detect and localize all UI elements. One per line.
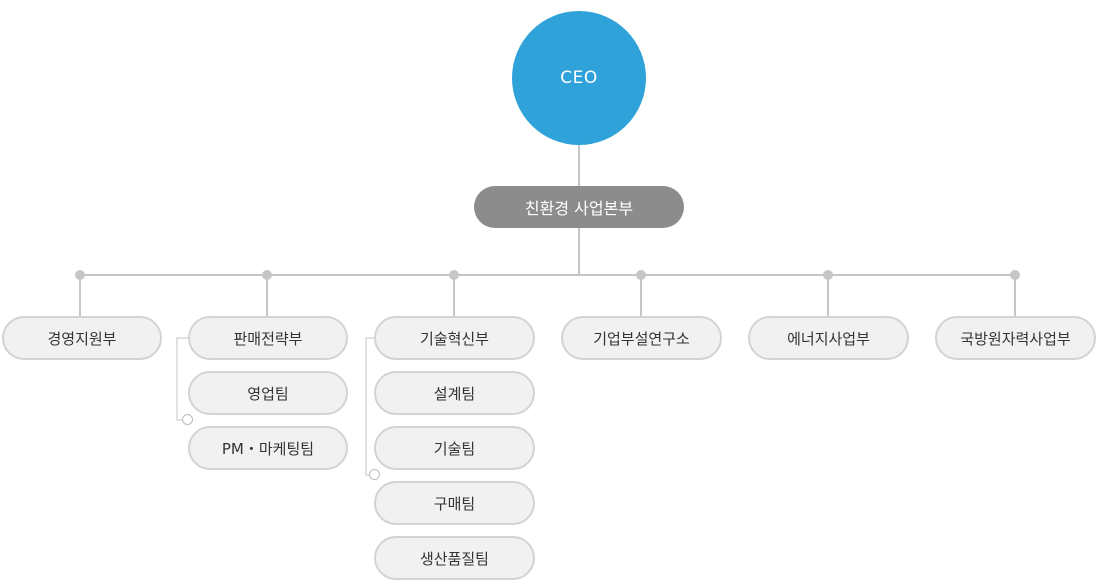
- department-node-research-institute: 기업부설연구소: [561, 316, 722, 360]
- team-node-design: 설계팀: [374, 371, 535, 415]
- junction-dot: [449, 270, 459, 280]
- department-node-tech-innovation: 기술혁신부: [374, 316, 535, 360]
- team-node-sales: 영업팀: [188, 371, 348, 415]
- team-bracket-2: [365, 337, 375, 476]
- department-node-sales-strategy: 판매전략부: [188, 316, 348, 360]
- team-node-technology: 기술팀: [374, 426, 535, 470]
- ceo-node: CEO: [512, 11, 646, 145]
- bracket-end-ring: [369, 469, 380, 480]
- department-node-defense-nuclear: 국방원자력사업부: [935, 316, 1096, 360]
- team-node-pm-marketing: PM・마케팅팀: [188, 426, 348, 470]
- junction-dot: [823, 270, 833, 280]
- junction-dot: [1010, 270, 1020, 280]
- junction-dot: [636, 270, 646, 280]
- team-node-production-quality: 생산품질팀: [374, 536, 535, 580]
- team-bracket-1: [176, 337, 188, 421]
- junction-dot: [262, 270, 272, 280]
- department-node-energy-business: 에너지사업부: [748, 316, 909, 360]
- bracket-end-ring: [182, 414, 193, 425]
- team-node-purchasing: 구매팀: [374, 481, 535, 525]
- division-node: 친환경 사업본부: [474, 186, 684, 228]
- junction-dot: [75, 270, 85, 280]
- department-node-management-support: 경영지원부: [2, 316, 162, 360]
